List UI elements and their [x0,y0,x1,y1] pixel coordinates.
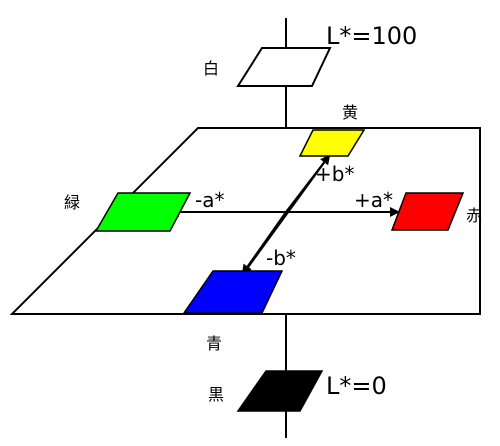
yellow-swatch [298,129,366,157]
plus-b-label: +b* [315,162,354,186]
white-label: 白 [203,59,219,78]
l-bottom-label: L*=0 [326,372,387,400]
red-label: 赤 [466,206,482,225]
l-top-label: L*=100 [326,22,417,50]
minus-a-label: -a* [195,188,224,212]
green-label: 緑 [64,193,80,212]
yellow-label: 黄 [342,103,358,122]
ab-plane [9,127,481,315]
white-swatch [236,47,332,87]
minus-b-label: -b* [266,246,296,270]
plus-b-arrow [285,154,331,213]
blue-label: 青 [206,334,222,353]
minus-b-arrow [241,211,287,275]
green-swatch [94,192,192,232]
plus-a-label: +a* [354,188,393,212]
black-label: 黒 [208,385,224,404]
black-swatch [236,370,324,412]
red-swatch [390,192,465,231]
blue-swatch [182,270,284,314]
